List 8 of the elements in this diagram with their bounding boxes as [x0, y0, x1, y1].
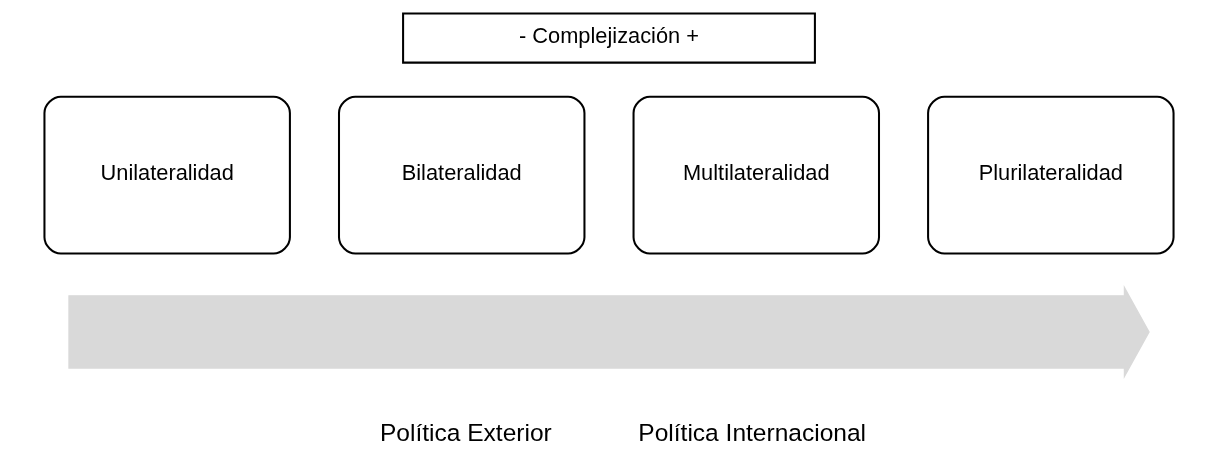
node-box: Bilateralidad: [337, 95, 586, 255]
label: Política Exterior: [379, 418, 552, 446]
node-box: Multilateralidad: [632, 95, 881, 255]
node-box: Unilateralidad: [43, 95, 291, 255]
node-box: Plurilateralidad: [927, 95, 1175, 255]
label: Política Internacional: [638, 418, 867, 446]
node-arrow: [68, 285, 1150, 379]
node-box: - Complejización +: [402, 12, 816, 64]
